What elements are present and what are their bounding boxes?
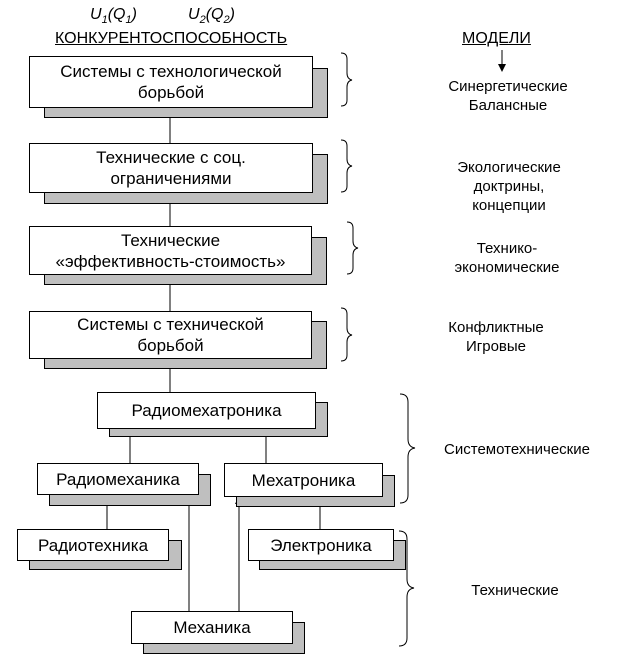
u2-q2-label: U2(Q2) (188, 6, 235, 27)
model-ecological: Экологические доктрины, концепции (457, 159, 561, 214)
model-technical: Технические (471, 582, 559, 599)
brace-systemotechnical (399, 393, 416, 504)
box-tech-struggle: Системы с технологической борьбой (29, 56, 313, 108)
brace-conflict (340, 307, 353, 362)
model-systemotechnical: Системотехнические (444, 441, 590, 458)
box-radiotechnics: Радиотехника (17, 529, 169, 561)
box-radiomechatronics: Радиомехатроника (97, 392, 316, 429)
model-synergetic: Синергетические Балансные (448, 78, 568, 114)
box-tech-efficiency: Технические «эффективность-стоимость» (29, 226, 312, 275)
brace-technoeconomic (346, 221, 359, 275)
model-conflict: Конфликтные Игровые (448, 319, 544, 355)
models-heading: МОДЕЛИ (462, 30, 531, 47)
model-technoeconomic: Технико-экономические (454, 240, 560, 276)
brace-synergetic (340, 52, 353, 107)
box-mechatronics: Мехатроника (224, 463, 383, 497)
brace-technical (398, 530, 415, 647)
u1-q1-label: U1(Q1) (90, 6, 137, 27)
brace-ecological (340, 139, 353, 193)
box-radiomechanics: Радиомеханика (37, 463, 199, 495)
box-mechanics: Механика (131, 611, 293, 644)
box-tech-social: Технические с соц. ограничениями (29, 143, 313, 193)
box-electronics: Электроника (248, 529, 394, 561)
competitiveness-heading: КОНКУРЕНТОСПОСОБНОСТЬ (55, 30, 288, 47)
box-systems-tech-struggle: Системы с технической борьбой (29, 311, 312, 359)
